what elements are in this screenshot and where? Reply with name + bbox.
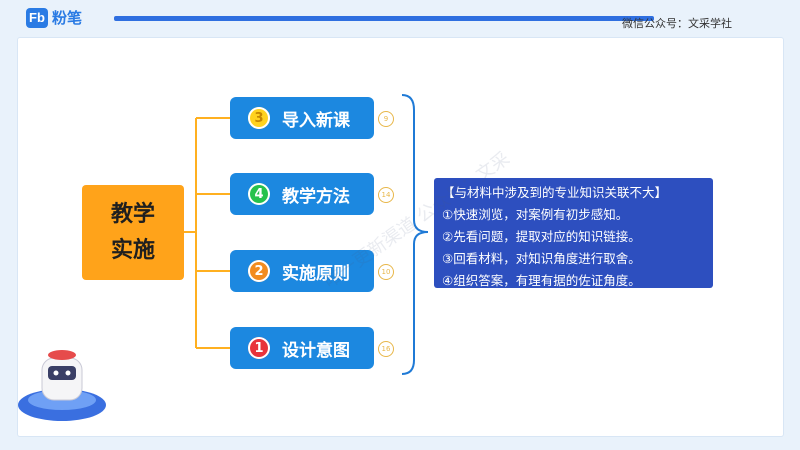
center-topic-line1: 教学 [110,201,155,227]
number-badge-icon: 1 [248,337,270,359]
page-ref-badge: 14 [378,187,394,203]
branch-node-method: 4 教学方法 [230,173,374,215]
note-item: ①快速浏览，对案例有初步感知。 [442,207,629,222]
page-ref-badge: 10 [378,264,394,280]
number-badge-icon: 2 [248,260,270,282]
connector-trunk [184,118,197,348]
branch-label: 教学方法 [282,186,350,207]
branch-label: 导入新课 [282,110,350,131]
number-badge-icon: 3 [248,107,270,129]
branch-node-intent: 1 设计意图 [230,327,374,369]
mascot-icon [18,350,106,421]
header-accent-bar [114,16,654,21]
top-bar: Fb 粉笔 微信公众号：文采学社 [0,0,800,38]
note-item: ③回看材料，对知识角度进行取舍。 [442,251,641,266]
page-ref-badge: 9 [378,111,394,127]
note-item: ④组织答案，有理有据的佐证角度。 [442,273,641,288]
branch-label: 实施原则 [282,263,350,284]
branch-label: 设计意图 [282,340,350,361]
right-brace [401,94,429,375]
branch-node-principle: 2 实施原则 [230,250,374,292]
note-title: 【与材料中涉及到的专业知识关联不大】 [442,185,668,200]
wechat-label: 微信公众号：文采学社 [622,17,732,30]
page-ref-badge: 16 [378,341,394,357]
brand-logo: Fb 粉笔 [26,7,82,28]
logo-mark: Fb [26,7,48,28]
branch-node-import: 3 导入新课 [230,97,374,139]
number-badge-icon: 4 [248,183,270,205]
method-note-box: 【与材料中涉及到的专业知识关联不大】 ①快速浏览，对案例有初步感知。 ②先看问题… [434,178,713,288]
logo-text: 粉笔 [52,9,83,27]
note-item: ②先看问题，提取对应的知识链接。 [442,229,641,244]
center-topic: 教学 实施 [82,185,184,280]
center-topic-line2: 实施 [110,237,155,263]
